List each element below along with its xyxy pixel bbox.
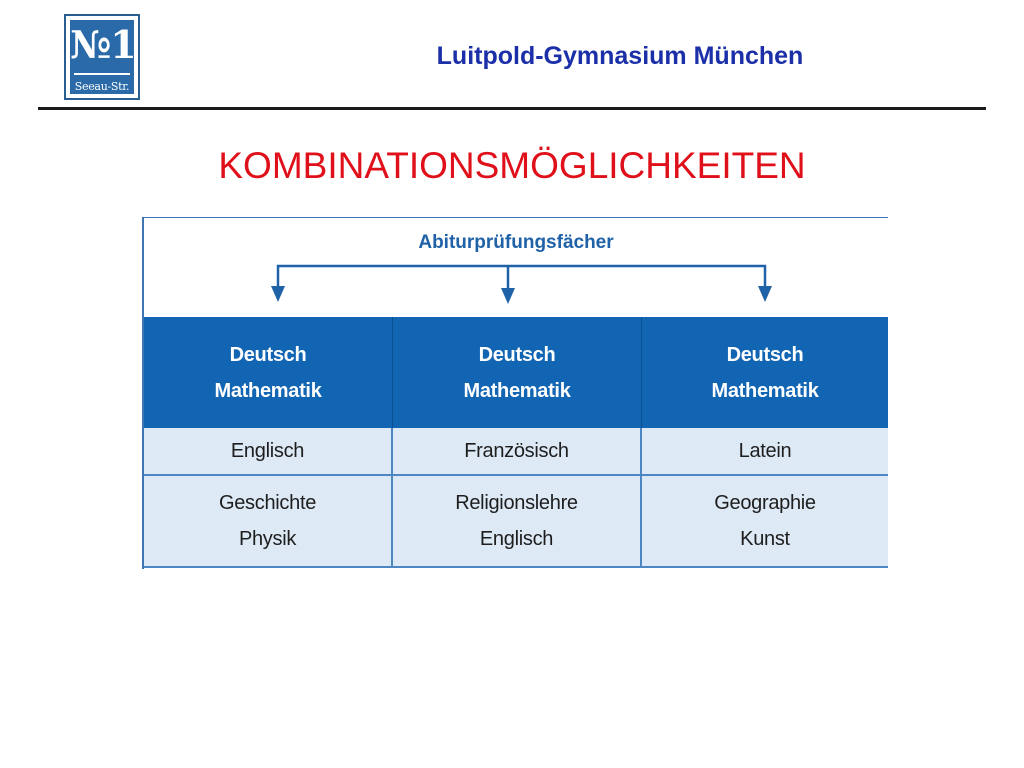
third-subject-row: Englisch Französisch Latein	[144, 428, 888, 476]
subject-label: Kunst	[740, 528, 790, 550]
combination-table: Abiturprüfungsfächer Deutsch Mathematik …	[142, 217, 888, 569]
logo-plate: №1 Seeau-Str.	[69, 19, 137, 95]
logo-street: Seeau-Str.	[74, 80, 130, 93]
subject-label: Mathematik	[214, 379, 322, 402]
arrow-down-icon	[501, 288, 515, 304]
table-caption: Abiturprüfungsfächer	[418, 232, 614, 253]
subject-label: Deutsch	[229, 343, 307, 366]
table-cell: Religionslehre Englisch	[393, 476, 642, 566]
table-cell: Englisch	[144, 428, 393, 474]
table-cell: Deutsch Mathematik	[393, 317, 642, 428]
subject-label: Englisch	[479, 528, 554, 550]
subject-label: Französisch	[464, 440, 569, 462]
header-divider	[38, 107, 986, 110]
arrow-down-icon	[271, 286, 285, 302]
table-cell: Latein	[642, 428, 888, 474]
logo-number: №1	[70, 22, 137, 67]
subject-label: Geographie	[714, 492, 816, 514]
table-cell: Deutsch Mathematik	[144, 317, 393, 428]
slide-title: KOMBINATIONSMÖGLICHKEITEN	[218, 145, 806, 186]
branch-arrows	[271, 264, 772, 304]
logo-divider	[74, 73, 130, 75]
core-subjects-row: Deutsch Mathematik Deutsch Mathematik De…	[144, 317, 888, 428]
school-logo: №1 Seeau-Str.	[64, 14, 140, 100]
subject-label: Deutsch	[726, 343, 804, 366]
subject-label: Geschichte	[218, 492, 317, 514]
further-subjects-row: Geschichte Physik Religionslehre Englisc…	[144, 476, 888, 568]
subject-label: Mathematik	[711, 379, 819, 402]
school-name: Luitpold-Gymnasium München	[436, 42, 804, 70]
subject-label: Physik	[238, 528, 297, 550]
arrow-down-icon	[758, 286, 772, 302]
subject-label: Religionslehre	[455, 492, 578, 514]
table-cell: Geschichte Physik	[144, 476, 393, 566]
table-cell: Geographie Kunst	[642, 476, 888, 566]
subject-label: Englisch	[230, 440, 305, 462]
table-cell: Deutsch Mathematik	[642, 317, 888, 428]
branch-line	[276, 264, 767, 288]
subject-label: Latein	[738, 440, 792, 462]
table-cell: Französisch	[393, 428, 642, 474]
subject-label: Mathematik	[463, 379, 571, 402]
subject-label: Deutsch	[478, 343, 556, 366]
